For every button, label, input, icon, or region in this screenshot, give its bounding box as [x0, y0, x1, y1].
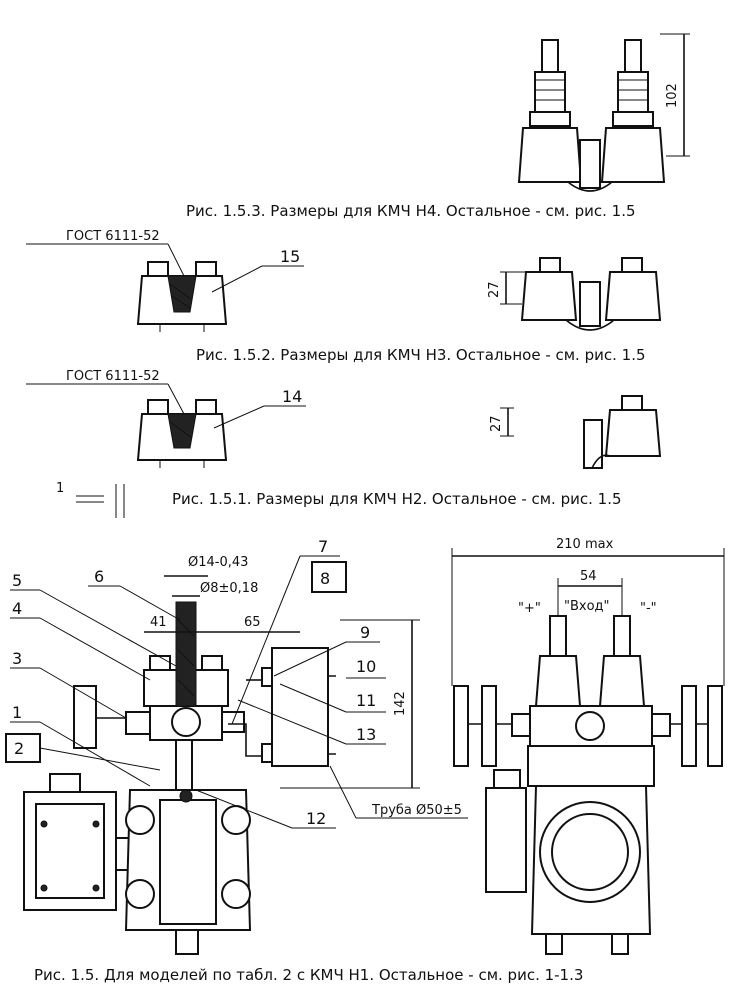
- caption-fig-1-5-3: Рис. 1.5.3. Размеры для КМЧ Н4. Остально…: [186, 202, 636, 220]
- caption-fig-1-5: Рис. 1.5. Для моделей по табл. 2 с КМЧ Н…: [34, 966, 583, 984]
- callout-9: 9: [360, 623, 370, 642]
- gost-label-top: ГОСТ 6111-52: [66, 229, 160, 244]
- callout-14: 14: [282, 387, 302, 406]
- callout-11: 11: [356, 691, 376, 710]
- side-number: 1: [56, 481, 64, 496]
- caption-fig-1-5-2: Рис. 1.5.2. Размеры для КМЧ Н3. Остально…: [196, 346, 646, 364]
- fig-1-5-main-dims: Ø14-0,43 Ø8±0,18 41 65 142 Труба Ø50±5: [144, 555, 468, 819]
- fig-1-5-2-right-view: 27: [487, 257, 662, 331]
- caption-fig-1-5-1: Рис. 1.5.1. Размеры для КМЧ Н2. Остально…: [172, 490, 622, 508]
- dim-d8: Ø8±0,18: [200, 581, 258, 596]
- callout-10: 10: [356, 657, 376, 676]
- dim-54: 54: [580, 569, 597, 584]
- dim-65: 65: [244, 615, 261, 630]
- callout-2: 2: [14, 739, 24, 758]
- inlet-label: "Вход": [564, 599, 610, 614]
- fig-1-5-1-left-view: [136, 399, 228, 468]
- pipe-dim: Труба Ø50±5: [371, 803, 462, 818]
- callout-3: 3: [12, 649, 22, 668]
- callout-8: 8: [320, 569, 330, 588]
- gost-label-mid: ГОСТ 6111-52: [66, 369, 160, 384]
- minus-label: "-": [640, 601, 657, 616]
- callout-5: 5: [12, 571, 22, 590]
- fig-1-5-main-view: [23, 601, 336, 955]
- fig-1-5-callouts: 1 2 3 4 5 6 7 8 9 10 11 13 12: [5, 537, 386, 829]
- fig-1-5-front-view: [453, 615, 723, 955]
- dim-41: 41: [150, 615, 167, 630]
- dim-d14: Ø14-0,43: [188, 555, 248, 570]
- plus-label: "+": [518, 601, 541, 616]
- dim-210: 210 max: [556, 537, 614, 552]
- callout-13: 13: [356, 725, 376, 744]
- callout-7: 7: [318, 537, 328, 556]
- callout-12: 12: [306, 809, 326, 828]
- callout-6: 6: [94, 567, 104, 586]
- dim-102: 102: [665, 83, 680, 108]
- fig-1-5-2-left-view: [136, 261, 228, 332]
- fig-1-5-3-view: 102: [517, 33, 690, 192]
- dim-142: 142: [393, 691, 408, 716]
- fig-1-5-1-right-view: 27: [489, 395, 662, 469]
- callout-15: 15: [280, 247, 300, 266]
- callout-4: 4: [12, 599, 22, 618]
- fig-1-5-front-dims: 210 max 54 "+" "Вход" "-": [451, 537, 725, 686]
- dim-27-a: 27: [487, 281, 502, 298]
- direction-arrows-icon: [76, 484, 125, 518]
- dim-27-b: 27: [489, 415, 504, 432]
- callout-1: 1: [12, 703, 22, 722]
